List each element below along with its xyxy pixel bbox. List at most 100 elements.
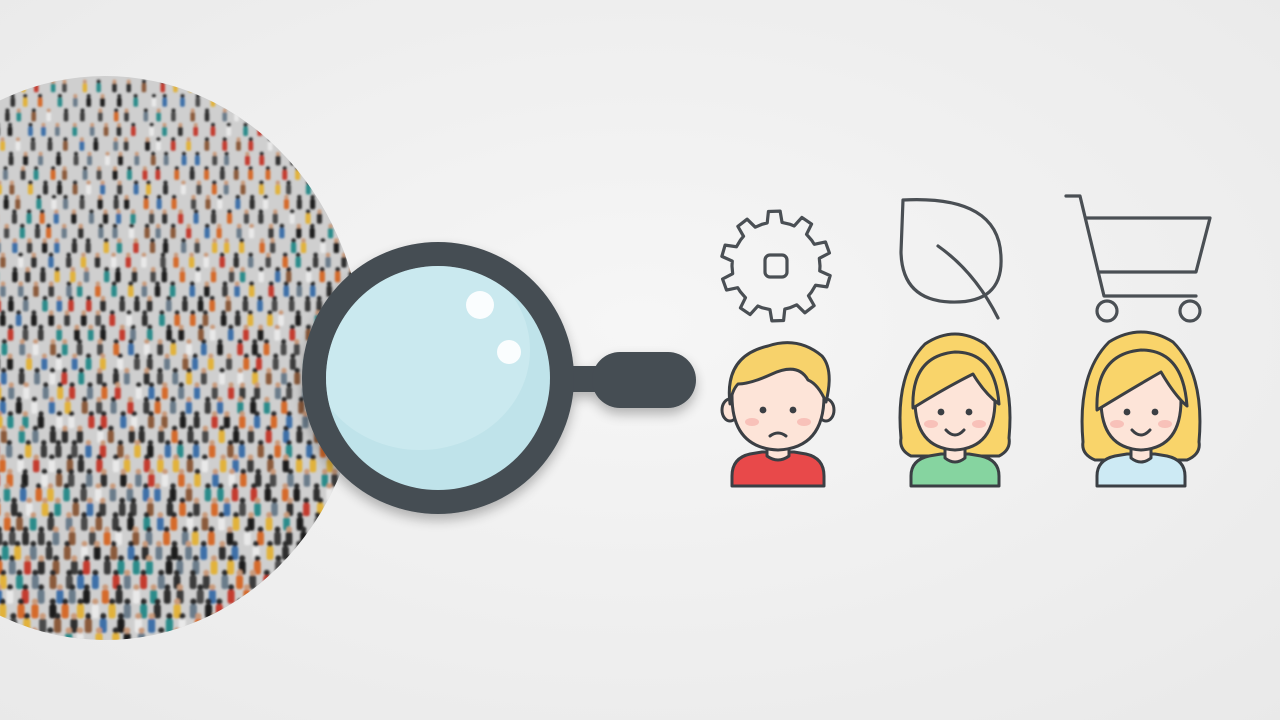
- crowd-person-head: [56, 584, 63, 591]
- crowd-person-head: [135, 468, 142, 475]
- crowd-person-head: [62, 339, 68, 345]
- crowd-person-head: [306, 324, 311, 330]
- crowd-person: [194, 387, 200, 400]
- crowd-person: [83, 560, 90, 575]
- crowd-person: [20, 170, 26, 180]
- crowd-person-head: [83, 555, 90, 562]
- crowd-person-head: [154, 483, 161, 489]
- crowd-person-head: [248, 252, 253, 258]
- crowd-person: [105, 155, 110, 166]
- crowd-person: [95, 285, 101, 297]
- segment-tech: [720, 209, 836, 488]
- crowd-person: [222, 285, 228, 297]
- woman-avatar-icon: [1080, 330, 1202, 488]
- crowd-person-head: [0, 555, 2, 562]
- crowd-person-head: [179, 613, 186, 620]
- crowd-person-head: [222, 281, 228, 287]
- crowd-person: [93, 546, 101, 560]
- crowd-person: [258, 271, 264, 283]
- crowd-person-head: [295, 252, 301, 258]
- crowd-person-head: [243, 353, 249, 359]
- crowd-person-head: [235, 194, 240, 200]
- crowd-person-head: [16, 310, 21, 316]
- crowd-person-head: [267, 310, 273, 316]
- crowd-person: [0, 604, 7, 619]
- crowd-person-head: [104, 526, 110, 533]
- crowd-person: [68, 300, 74, 312]
- crowd-person-head: [32, 569, 39, 576]
- crowd-person-head: [275, 180, 280, 185]
- crowd-person: [239, 271, 246, 283]
- crowd-person-head: [221, 310, 227, 316]
- crowd-person: [232, 517, 240, 531]
- crowd-person: [257, 300, 263, 312]
- crowd-person: [171, 430, 178, 443]
- crowd-person-head: [95, 310, 101, 316]
- crowd-person: [189, 575, 197, 590]
- crowd-person: [135, 387, 142, 400]
- crowd-person-head: [227, 440, 234, 446]
- crowd-person: [27, 184, 33, 195]
- crowd-person: [22, 300, 29, 312]
- crowd-person: [204, 170, 209, 180]
- crowd-person-head: [186, 367, 192, 374]
- crowd-person-head: [146, 526, 152, 533]
- crowd-person: [163, 155, 169, 166]
- crowd-person-head: [124, 454, 130, 461]
- crowd-person-head: [171, 108, 176, 113]
- crowd-person: [160, 256, 166, 268]
- crowd-person: [186, 141, 191, 151]
- crowd-person-head: [132, 267, 137, 272]
- crowd-person: [17, 604, 25, 619]
- crowd-person-head: [211, 411, 218, 417]
- crowd-person: [9, 184, 15, 195]
- crowd-person: [123, 141, 129, 151]
- crowd-person-head: [270, 468, 276, 475]
- crowd-person-head: [301, 238, 306, 243]
- crowd-person-head: [278, 310, 284, 316]
- crowd-person-head: [286, 180, 291, 185]
- crowd-person-head: [300, 526, 307, 533]
- crowd-person-head: [95, 512, 102, 518]
- crowd-person-head: [147, 324, 153, 330]
- crowd-person-head: [189, 252, 194, 258]
- magnifying-glass-icon: [302, 242, 696, 514]
- crowd-person-head: [162, 94, 167, 98]
- crowd-person: [0, 372, 7, 385]
- crowd-person: [239, 387, 246, 400]
- crowd-person-head: [17, 454, 24, 461]
- crowd-person-head: [46, 108, 51, 113]
- crowd-person: [233, 256, 239, 268]
- crowd-person-head: [65, 627, 72, 634]
- crowd-person-head: [271, 411, 277, 417]
- crowd-person-head: [264, 396, 270, 402]
- crowd-person-head: [19, 367, 25, 374]
- crowd-person-head: [211, 267, 216, 272]
- crowd-person-head: [113, 339, 119, 345]
- crowd-person-head: [38, 324, 44, 330]
- crowd-person-head: [16, 569, 23, 576]
- crowd-person: [157, 372, 163, 385]
- crowd-person-head: [115, 526, 122, 533]
- crowd-person-head: [92, 598, 99, 605]
- crowd-person: [170, 517, 178, 531]
- crowd-person-head: [23, 295, 29, 301]
- crowd-person: [31, 575, 39, 590]
- crowd-person: [227, 589, 235, 604]
- crowd-person: [247, 430, 254, 443]
- crowd-person-head: [66, 512, 72, 518]
- crowd-person-head: [296, 281, 302, 287]
- crowd-person: [68, 589, 76, 604]
- crowd-person: [19, 227, 25, 239]
- crowd-person: [12, 271, 18, 283]
- crowd-person-head: [236, 569, 243, 576]
- crowd-person: [226, 531, 234, 546]
- crowd-person-head: [265, 166, 270, 171]
- crowd-person: [243, 329, 249, 341]
- crowd-person-head: [320, 238, 326, 243]
- crowd-person: [80, 256, 87, 268]
- crowd-person: [50, 343, 56, 356]
- crowd-person: [294, 372, 301, 385]
- crowd-person: [84, 618, 92, 633]
- crowd-person-head: [124, 367, 130, 374]
